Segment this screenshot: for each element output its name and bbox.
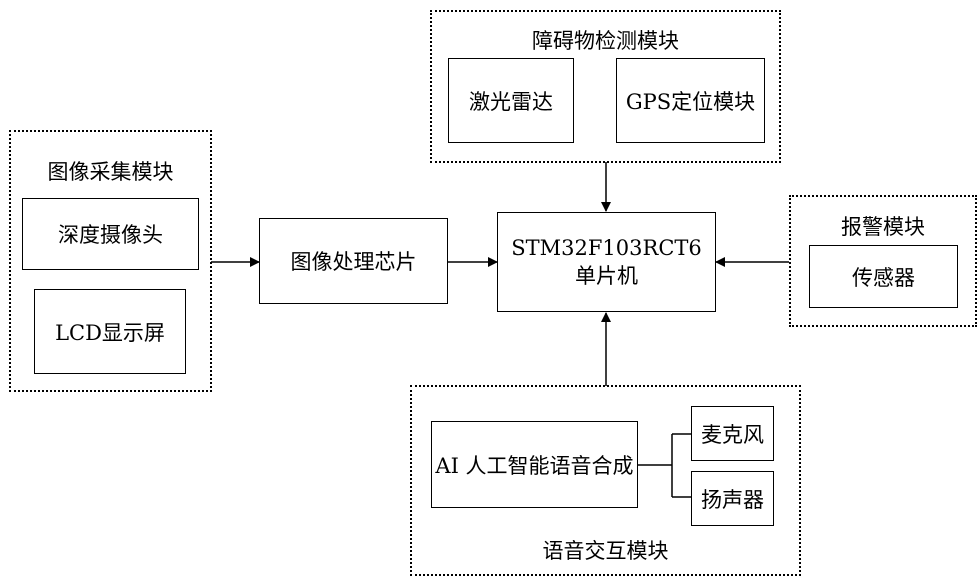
image-processing-chip-box: 图像处理芯片 (259, 218, 448, 304)
obstacle-detection-module (430, 10, 781, 163)
sensor-box: 传感器 (809, 245, 958, 308)
lidar-box: 激光雷达 (448, 58, 574, 143)
image-acquisition-module (9, 130, 212, 392)
gps-box: GPS定位模块 (616, 58, 765, 143)
depth-camera-box: 深度摄像头 (22, 198, 199, 270)
voice-interaction-module (410, 385, 801, 576)
ai-voice-synthesis-box: AI 人工智能语音合成 (431, 421, 638, 508)
mcu-box: STM32F103RCT6 单片机 (497, 212, 716, 312)
microphone-box: 麦克风 (691, 406, 774, 461)
obstacle-module-title: 障碍物检测模块 (532, 29, 679, 53)
speaker-box: 扬声器 (691, 471, 774, 526)
alarm-module-title: 报警模块 (841, 215, 925, 239)
alarm-module (789, 195, 977, 327)
mcu-label: 单片机 (575, 264, 638, 288)
lcd-display-box: LCD显示屏 (34, 289, 186, 374)
voice-module-title: 语音交互模块 (542, 539, 669, 563)
image-module-title: 图像采集模块 (47, 160, 174, 184)
mcu-model: STM32F103RCT6 (511, 236, 702, 260)
